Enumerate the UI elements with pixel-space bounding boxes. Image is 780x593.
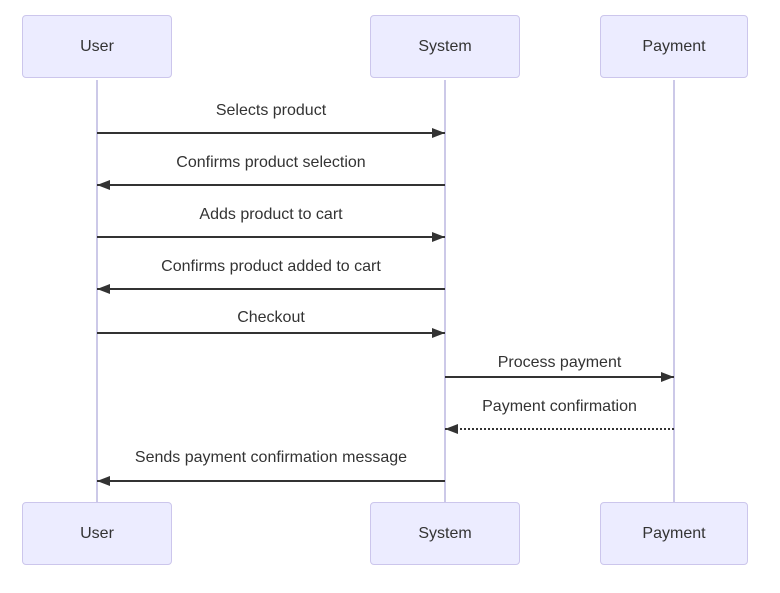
arrowhead-right-icon (432, 232, 445, 242)
message-label: Adds product to cart (199, 206, 343, 223)
message-arrow (97, 328, 445, 338)
arrowhead-right-icon (432, 328, 445, 338)
arrowhead-right-icon (432, 128, 445, 138)
actor-user-label: User (80, 37, 114, 55)
message-label: Sends payment confirmation message (134, 449, 408, 466)
actor-system-top: System (370, 15, 520, 78)
actor-system-label: System (418, 524, 472, 542)
actor-user-bottom: User (22, 502, 172, 565)
arrowhead-left-icon (445, 424, 458, 434)
actor-payment-label: Payment (642, 37, 706, 55)
message-label: Confirms product added to cart (161, 258, 381, 275)
message-arrow (97, 128, 445, 138)
actor-payment-top: Payment (600, 15, 748, 78)
message-label: Selects product (215, 102, 327, 119)
actor-system-label: System (418, 37, 472, 55)
message-label: Checkout (237, 309, 305, 326)
actor-user-label: User (80, 524, 114, 542)
actor-user-top: User (22, 15, 172, 78)
message-arrow-dotted (445, 424, 674, 434)
message-arrow (445, 372, 674, 382)
arrowhead-left-icon (97, 180, 110, 190)
actor-payment-label: Payment (642, 524, 706, 542)
message-label: Confirms product selection (176, 154, 366, 171)
actor-system-bottom: System (370, 502, 520, 565)
lifeline-payment (673, 80, 675, 502)
arrowhead-right-icon (661, 372, 674, 382)
message-label: Payment confirmation (482, 398, 637, 415)
arrowhead-left-icon (97, 284, 110, 294)
message-arrow (97, 180, 445, 190)
arrowhead-left-icon (97, 476, 110, 486)
actor-payment-bottom: Payment (600, 502, 748, 565)
message-label: Process payment (497, 354, 622, 371)
message-arrow (97, 232, 445, 242)
message-arrow (97, 284, 445, 294)
lifeline-system (444, 80, 446, 502)
message-arrow (97, 476, 445, 486)
